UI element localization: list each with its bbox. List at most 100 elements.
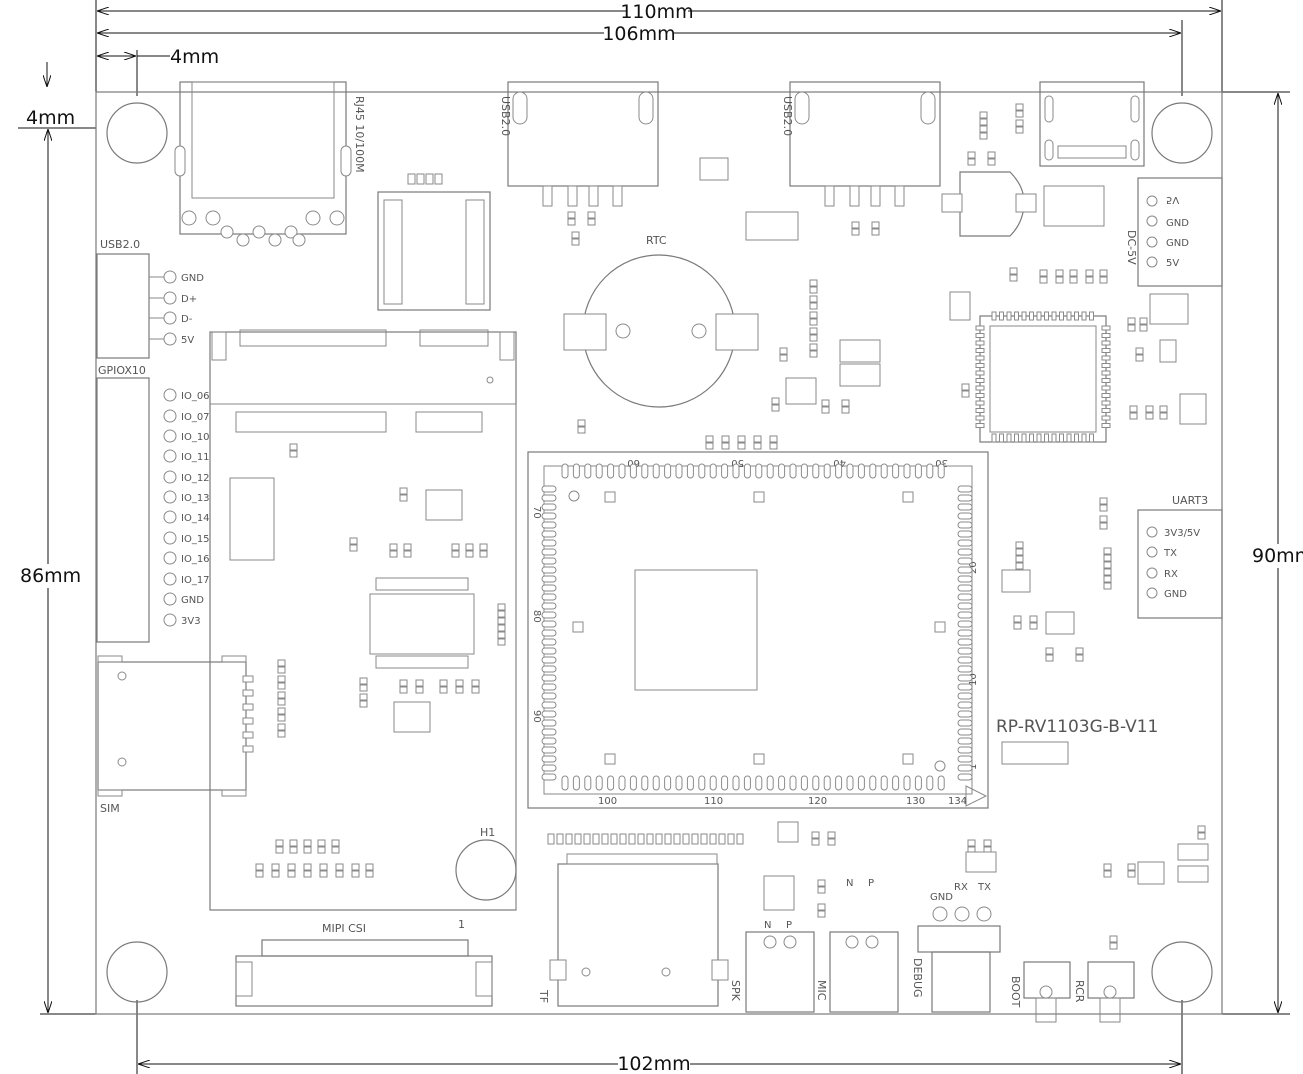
- pad: [957, 512, 973, 520]
- pad: [957, 539, 973, 547]
- pad: [1101, 423, 1111, 428]
- pad: [721, 442, 730, 450]
- pad: [1074, 311, 1079, 321]
- pad: [317, 839, 326, 847]
- pad: [1014, 433, 1019, 443]
- pad: [709, 775, 717, 791]
- uart-pin-4-label: GND: [1164, 589, 1187, 600]
- pad: [991, 433, 997, 443]
- pad: [686, 463, 694, 479]
- spk-connector: [745, 931, 815, 1013]
- pad: [975, 423, 985, 428]
- usb-header-pins: [149, 270, 177, 346]
- wireless-module: [209, 329, 517, 911]
- pad: [1135, 347, 1144, 355]
- pad: [777, 821, 799, 843]
- pad: [275, 839, 284, 847]
- pad: [393, 701, 431, 733]
- pad: [957, 773, 973, 781]
- pad: [289, 450, 298, 458]
- pad: [769, 435, 778, 443]
- pad: [587, 218, 596, 226]
- pad: [1103, 554, 1112, 562]
- pad: [319, 870, 328, 878]
- pad: [737, 442, 746, 450]
- mic-pin-n-label: N: [846, 878, 853, 889]
- pad: [497, 638, 506, 646]
- pad: [809, 295, 818, 303]
- overall-width-label: 110mm: [620, 1, 693, 23]
- pad: [1075, 647, 1084, 655]
- pad: [957, 719, 973, 727]
- pad: [407, 173, 416, 185]
- pad: [957, 674, 973, 682]
- gpio-pin-4-label: IO_11: [181, 452, 210, 463]
- boot-button[interactable]: [1023, 961, 1071, 1023]
- pad: [743, 775, 751, 791]
- rcr-label: RCR: [1073, 980, 1086, 1003]
- pad: [709, 833, 717, 845]
- pad: [1099, 522, 1108, 530]
- usb-a-2-label: USB2.0: [781, 96, 794, 136]
- pad: [827, 838, 836, 846]
- pad: [618, 775, 626, 791]
- pad: [1101, 325, 1111, 331]
- pad: [809, 343, 818, 351]
- pad: [753, 435, 762, 443]
- pad: [957, 683, 973, 691]
- pad: [821, 406, 830, 414]
- pad: [541, 647, 557, 655]
- pad: [957, 566, 973, 574]
- pad: [1075, 654, 1084, 662]
- pad: [937, 463, 945, 479]
- mic-pin-p-label: P: [868, 878, 874, 889]
- pad: [999, 311, 1004, 321]
- pad: [389, 543, 398, 551]
- pad: [1085, 276, 1094, 284]
- pad: [1045, 611, 1075, 635]
- pad: [851, 221, 860, 229]
- pad: [541, 701, 557, 709]
- pad: [835, 463, 843, 479]
- pad: [403, 550, 412, 558]
- pad: [415, 686, 424, 694]
- gpio-header-body: [96, 377, 150, 643]
- pad: [541, 530, 557, 538]
- pad: [541, 620, 557, 628]
- pad: [572, 463, 580, 479]
- pad: [541, 755, 557, 763]
- uart-label: UART3: [1172, 494, 1208, 507]
- pad: [351, 870, 360, 878]
- pad: [841, 406, 850, 414]
- gpio-pin-8-label: IO_15: [181, 534, 210, 545]
- pad: [1029, 311, 1034, 321]
- pad: [817, 886, 826, 894]
- pad: [664, 463, 672, 479]
- dc-pin-2-label: GND: [1166, 218, 1189, 229]
- pad: [359, 677, 368, 685]
- boot-label: BOOT: [1009, 976, 1022, 1008]
- pad: [903, 463, 911, 479]
- recovery-button[interactable]: [1087, 961, 1135, 1023]
- pad: [1099, 504, 1108, 512]
- pad: [957, 620, 973, 628]
- pad: [1103, 547, 1112, 555]
- debug-label: DEBUG: [911, 958, 924, 998]
- pad: [811, 838, 820, 846]
- pad: [255, 863, 264, 871]
- pad: [1103, 575, 1112, 583]
- pad: [1015, 541, 1024, 549]
- rtc-battery: [563, 254, 759, 408]
- pad: [399, 679, 408, 687]
- pad: [1101, 370, 1111, 376]
- pad: [755, 775, 763, 791]
- soc-pin-90: 90: [531, 710, 542, 723]
- pad: [709, 463, 717, 479]
- pad: [1055, 276, 1064, 284]
- pad: [1101, 378, 1111, 383]
- hole-offset-x-label: 4mm: [170, 46, 219, 68]
- pad: [628, 833, 636, 845]
- mipi-csi-connector: [235, 939, 493, 1007]
- pad: [1127, 863, 1136, 871]
- pad: [1009, 274, 1018, 282]
